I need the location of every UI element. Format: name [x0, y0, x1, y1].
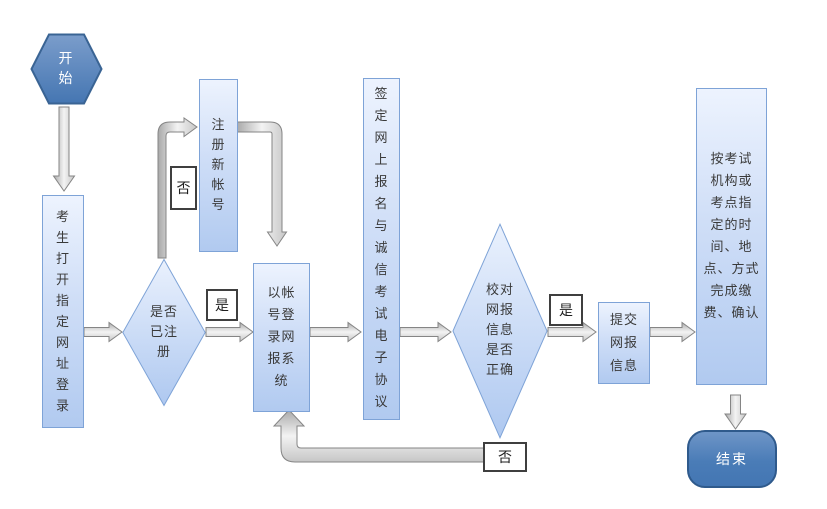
- pay-confirm-step: 按考试机构或考点指定的时间、地点、方式完成缴费、确认: [696, 88, 767, 385]
- sign-agreement-label: 签定网上报名与诚信考试电子协议: [374, 87, 389, 410]
- registered-label: 是否已注册: [149, 304, 178, 360]
- submit-step: 提交网报信息: [598, 302, 650, 384]
- verify-decision: 校对网报信息是否正确: [452, 222, 548, 440]
- login-label: 以帐号登录网报系统: [267, 285, 296, 389]
- label-no-register: 否: [170, 166, 197, 210]
- end-label: 结束: [716, 452, 748, 468]
- verify-diamond-shape: [452, 222, 548, 440]
- label-yes-correct: 是: [549, 294, 583, 326]
- arrow-verify-back-to-login: [272, 409, 501, 463]
- arrow-register-new-to-login: [236, 121, 288, 247]
- arrow-submit-to-pay: [649, 321, 696, 343]
- start-node: 开始: [30, 33, 103, 105]
- register-new-step: 注册新帐号: [199, 79, 238, 252]
- start-label: 开始: [58, 51, 75, 87]
- arrow-sign-to-verify: [399, 321, 452, 343]
- open-site-label: 考生打开指定网址登录: [55, 209, 70, 414]
- arrow-login-to-sign: [309, 321, 362, 343]
- submit-label: 提交网报信息: [609, 312, 638, 374]
- login-step: 以帐号登录网报系统: [253, 263, 310, 412]
- arrow-start-to-open-site: [52, 106, 76, 192]
- label-yes-register: 是: [206, 289, 238, 321]
- arrow-pay-to-end: [724, 394, 747, 430]
- registered-decision: 是否已注册: [122, 258, 206, 407]
- arrow-registered-to-login: [205, 321, 254, 343]
- register-new-label: 注册新帐号: [211, 117, 226, 213]
- arrow-registered-to-register-new: [157, 117, 198, 259]
- registered-diamond-shape: [122, 258, 206, 407]
- arrow-open-site-to-registered: [83, 321, 123, 343]
- sign-agreement-step: 签定网上报名与诚信考试电子协议: [363, 78, 400, 420]
- open-site-step: 考生打开指定网址登录: [42, 195, 84, 428]
- pay-confirm-label: 按考试机构或考点指定的时间、地点、方式完成缴费、确认: [703, 151, 760, 321]
- verify-label: 校对网报信息是否正确: [485, 283, 514, 378]
- label-no-correct: 否: [483, 442, 527, 472]
- start-hexagon-shape: [30, 33, 103, 105]
- end-node: 结束: [687, 430, 777, 488]
- arrow-verify-to-submit: [547, 321, 597, 343]
